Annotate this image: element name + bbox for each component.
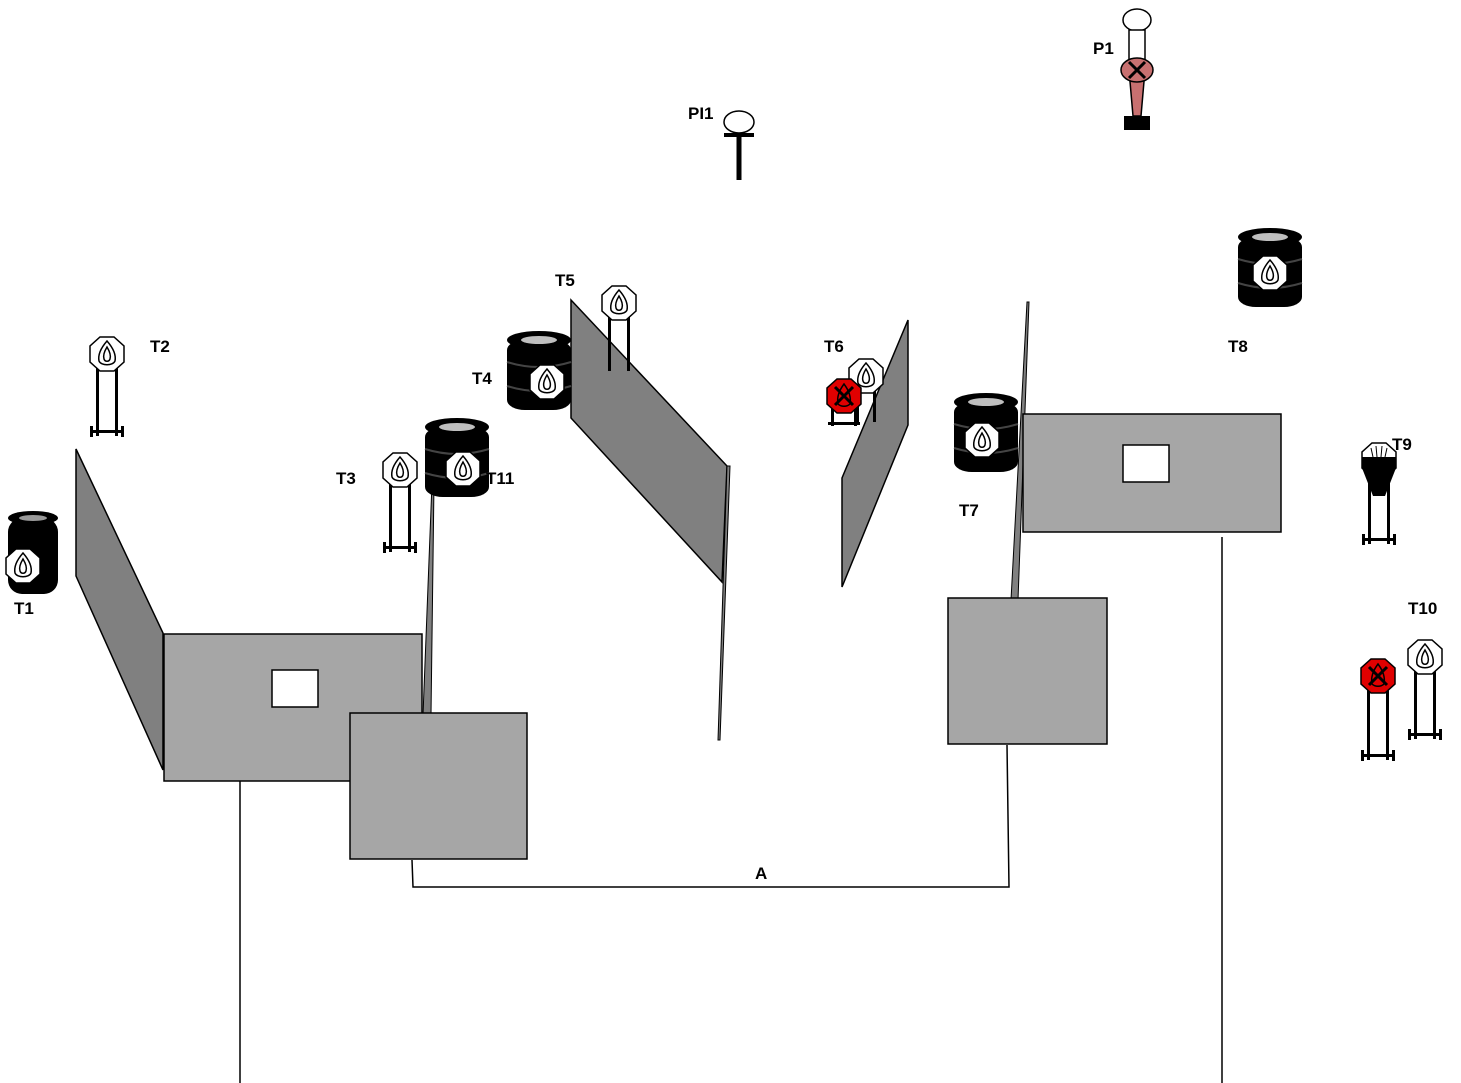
target-t9: [1361, 442, 1397, 545]
label-p1: P1: [1093, 39, 1114, 58]
target-t1: [5, 511, 58, 594]
target-t6: [825, 358, 884, 426]
target-t3: [382, 452, 418, 553]
label-t8: T8: [1228, 337, 1248, 356]
label-t4: T4: [472, 369, 492, 388]
window-left: [271, 669, 319, 708]
shooting-area-line: [411, 744, 1010, 888]
target-t10: [1359, 639, 1443, 761]
target-t7: [953, 392, 1019, 473]
label-t9: T9: [1392, 435, 1412, 454]
label-t5: T5: [555, 271, 575, 290]
box-lower-left: [349, 712, 528, 860]
wall-left-slant: [75, 448, 164, 771]
popper-p1: [1120, 8, 1154, 130]
wall-thin-2: [717, 465, 731, 741]
label-t10: T10: [1408, 599, 1437, 618]
target-t11: [424, 417, 490, 498]
target-t5: [601, 285, 637, 371]
no-shoot-t6: [825, 377, 863, 426]
label-pi1: PI1: [688, 104, 714, 123]
target-t2: [89, 336, 125, 437]
wall-t6-slant: [841, 319, 909, 588]
label-t11: T11: [486, 469, 514, 488]
label-t1: T1: [14, 599, 34, 618]
box-lower-right: [947, 597, 1108, 745]
window-right: [1122, 444, 1170, 483]
label-a: A: [755, 864, 767, 883]
wall-center-slant: [570, 298, 728, 584]
label-t2: T2: [150, 337, 170, 356]
label-t3: T3: [336, 469, 356, 488]
target-t8: [1237, 227, 1303, 308]
no-shoot-t10: [1359, 657, 1397, 761]
label-t6: T6: [824, 337, 844, 356]
target-t4: [506, 330, 572, 411]
wall-thin-1: [422, 482, 435, 716]
plate-pi1: [723, 110, 755, 180]
label-t7: T7: [959, 501, 979, 520]
